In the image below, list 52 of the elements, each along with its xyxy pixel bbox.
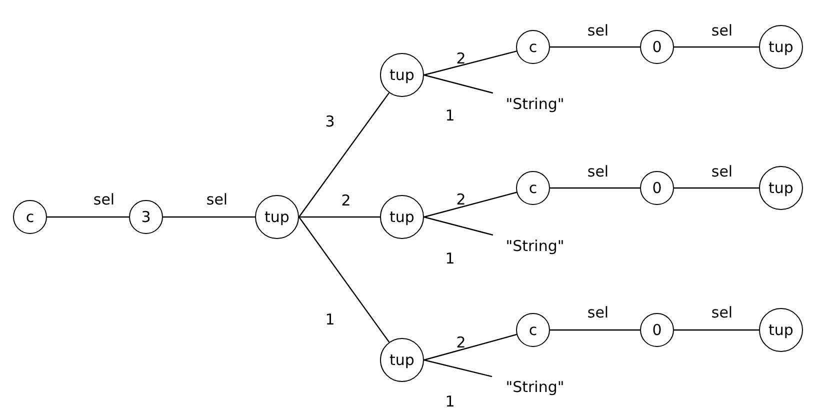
node-circle: tup bbox=[380, 195, 424, 239]
node-circle: c bbox=[13, 200, 47, 234]
edge-label: 1 bbox=[445, 108, 455, 124]
node-circle: c bbox=[516, 30, 550, 64]
node-circle: 3 bbox=[129, 200, 163, 234]
node-circle: tup bbox=[759, 25, 803, 69]
connector-line bbox=[424, 50, 517, 76]
edge-label: sel bbox=[206, 192, 228, 208]
edge-label: 1 bbox=[445, 252, 455, 266]
edge-label: sel bbox=[711, 306, 733, 320]
edge-label: 1 bbox=[325, 312, 335, 328]
connector-line bbox=[424, 216, 494, 236]
node-circle: tup bbox=[255, 195, 299, 239]
connector-line bbox=[674, 329, 759, 331]
edge-label: sel bbox=[587, 164, 609, 180]
connector-line bbox=[550, 187, 640, 189]
edge-label: sel bbox=[587, 24, 609, 38]
edge-label: 1 bbox=[445, 394, 455, 410]
edge-label: 2 bbox=[456, 192, 466, 208]
connector-line bbox=[163, 216, 255, 218]
connector-line bbox=[424, 359, 492, 378]
connector-line bbox=[550, 46, 640, 48]
string-literal: "String" bbox=[492, 93, 578, 115]
connector-line bbox=[674, 187, 759, 189]
node-circle: tup bbox=[380, 53, 424, 97]
node-circle: c bbox=[516, 313, 550, 347]
node-circle: tup bbox=[759, 166, 803, 210]
connector-line bbox=[47, 216, 129, 218]
edge-label: 2 bbox=[456, 336, 466, 350]
string-literal: "String" bbox=[492, 376, 578, 398]
string-literal: "String" bbox=[492, 235, 578, 257]
edge-label: 3 bbox=[325, 114, 335, 130]
edge-label: sel bbox=[93, 192, 115, 208]
connector-line bbox=[550, 329, 640, 331]
node-circle: 0 bbox=[640, 30, 674, 64]
node-circle: 0 bbox=[640, 313, 674, 347]
node-circle: c bbox=[516, 171, 550, 205]
connector-line bbox=[674, 46, 759, 48]
connector-line bbox=[424, 74, 494, 94]
edge-label: sel bbox=[711, 164, 733, 180]
connector-line bbox=[299, 216, 380, 218]
edge-label: sel bbox=[587, 306, 609, 320]
connector-line bbox=[298, 216, 390, 342]
edge-label: 2 bbox=[456, 52, 466, 66]
edge-label: 2 bbox=[341, 194, 351, 208]
edge-label: sel bbox=[711, 24, 733, 38]
connector-line bbox=[424, 192, 517, 218]
node-circle: 0 bbox=[640, 171, 674, 205]
connector-line bbox=[424, 334, 517, 361]
node-circle: tup bbox=[380, 338, 424, 382]
node-circle: tup bbox=[759, 308, 803, 352]
connector-line bbox=[298, 92, 390, 218]
